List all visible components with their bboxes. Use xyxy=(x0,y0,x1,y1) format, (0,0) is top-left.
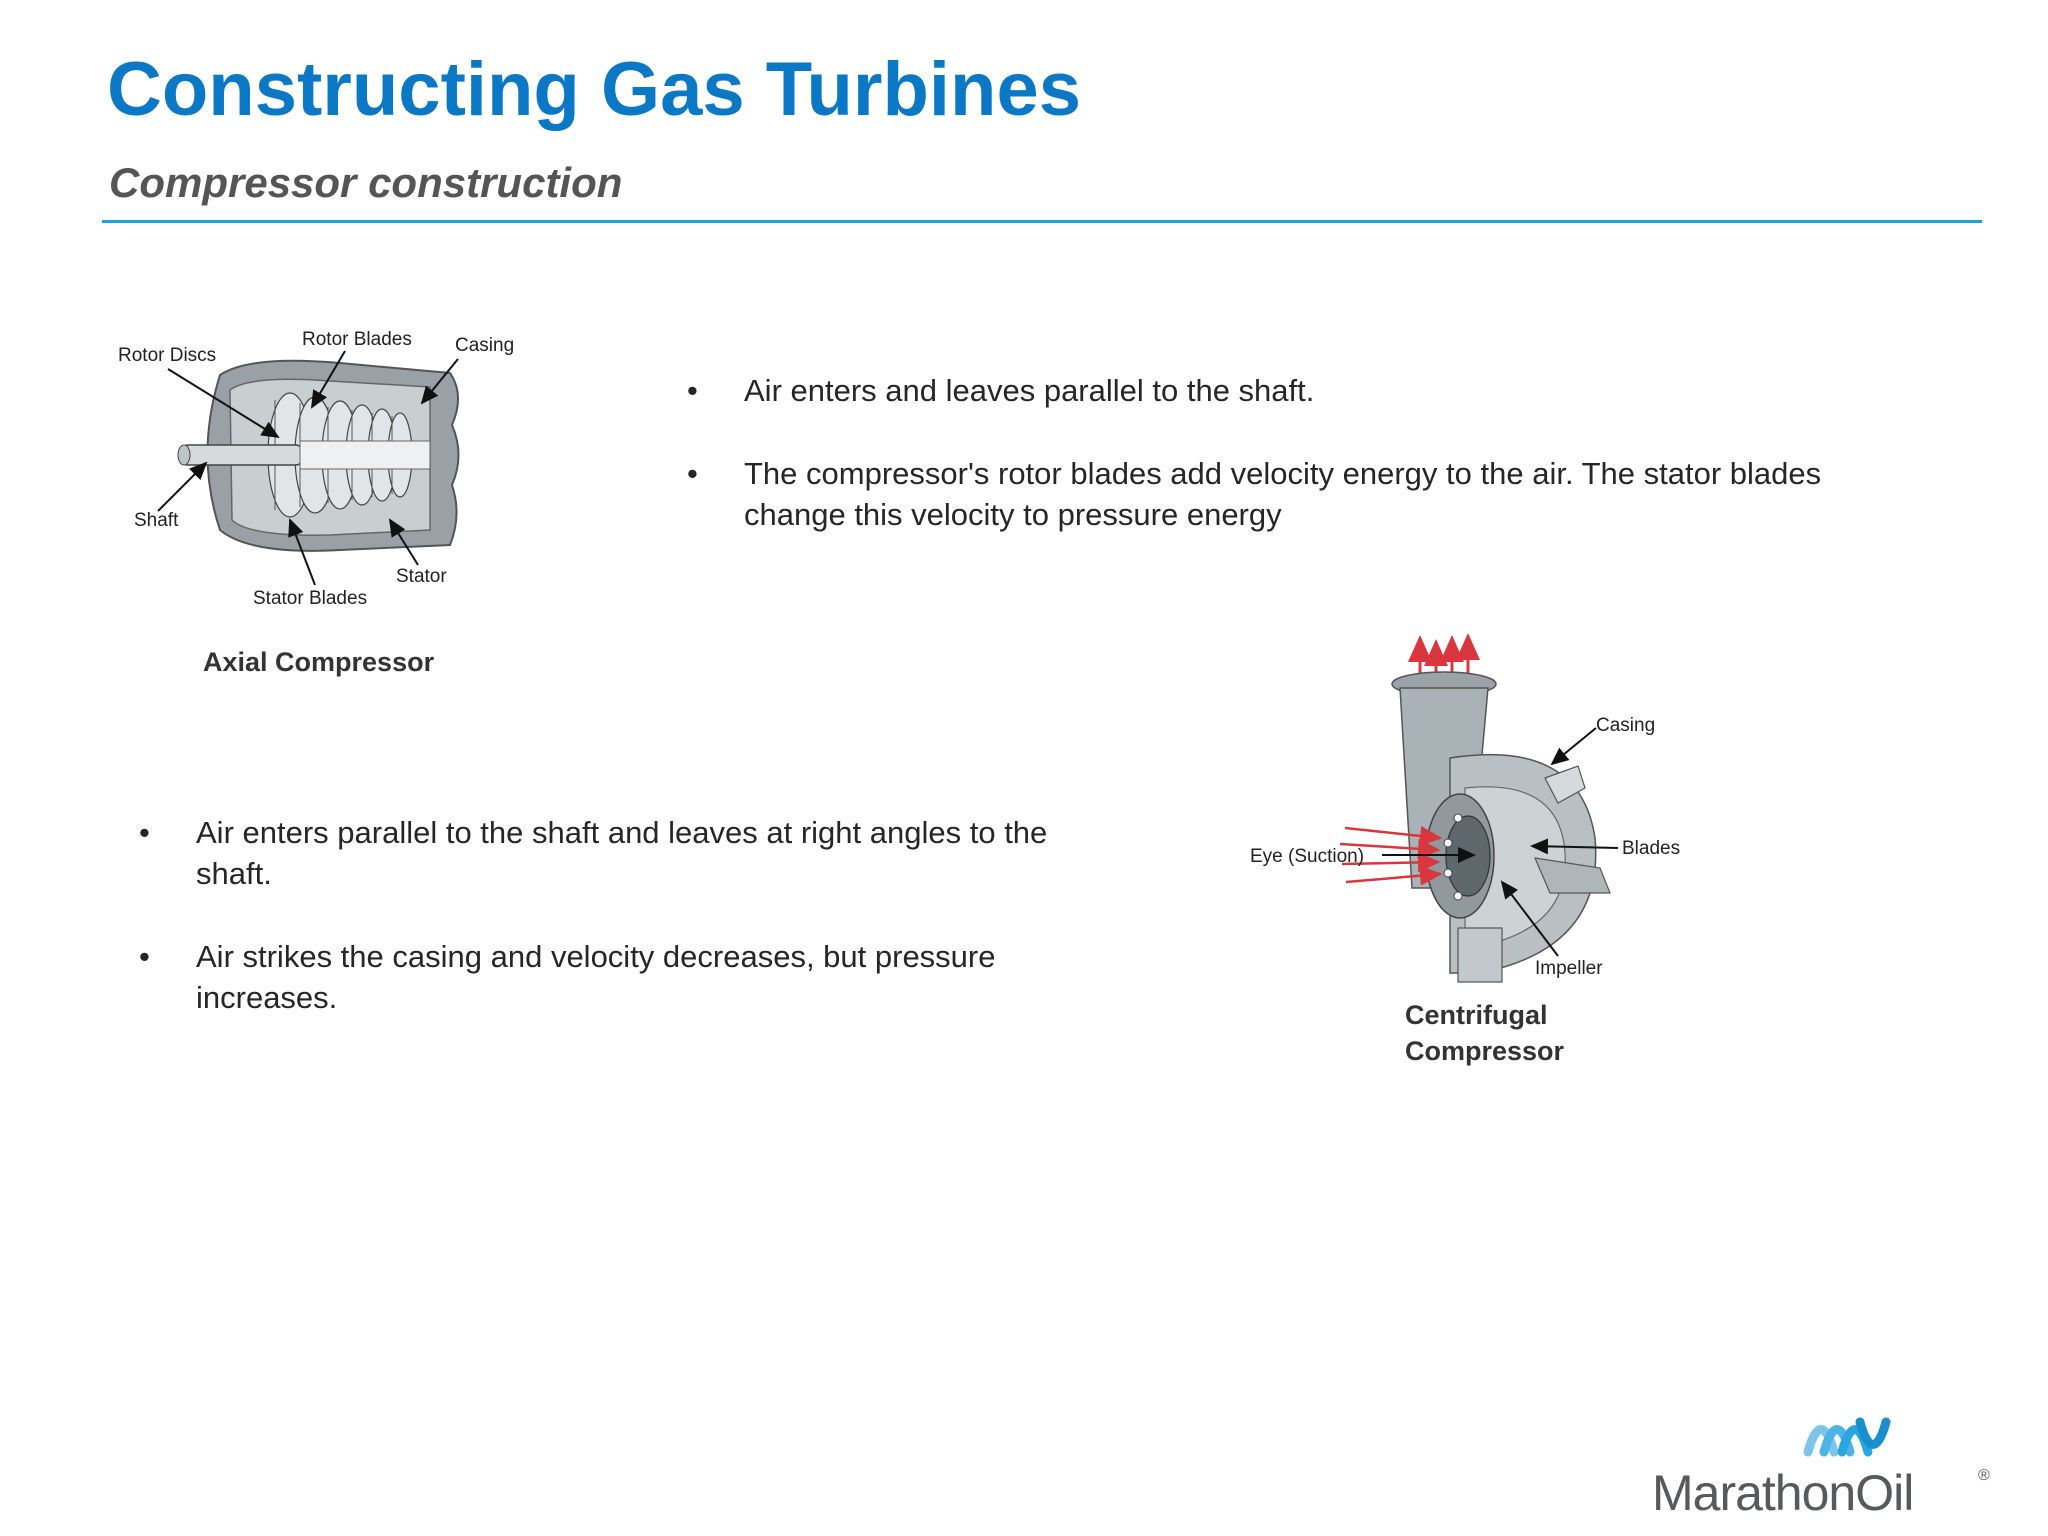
axial-compressor-diagram: Rotor Discs Rotor Blades Casing Shaft St… xyxy=(118,329,514,677)
list-item: •The compressor's rotor blades add veloc… xyxy=(687,456,1822,532)
label-rotor-blades: Rotor Blades xyxy=(302,329,412,350)
label-rotor-discs: Rotor Discs xyxy=(118,345,216,366)
label-shaft: Shaft xyxy=(134,510,179,531)
list-item: •Air strikes the casing and velocity dec… xyxy=(139,939,996,1015)
centrifugal-compressor-diagram: Casing Blades Eye (Suction) Impeller Cen… xyxy=(1250,633,1680,1066)
centrifugal-caption-line2: Compressor xyxy=(1405,1036,1565,1066)
slide-title: Constructing Gas Turbines xyxy=(107,47,1082,132)
marathon-wave-icon xyxy=(1803,1417,1891,1457)
list-item: •Air enters parallel to the shaft and le… xyxy=(139,815,1048,891)
title-divider xyxy=(102,220,1982,223)
label-casing: Casing xyxy=(1596,715,1655,736)
label-stator-blades: Stator Blades xyxy=(253,588,367,609)
marathon-oil-logo: MarathonOil ® xyxy=(1652,1417,1990,1518)
label-eye-suction: Eye (Suction) xyxy=(1250,846,1364,867)
list-item: •Air enters and leaves parallel to the s… xyxy=(687,373,1315,408)
label-impeller: Impeller xyxy=(1535,958,1603,979)
bullet-text: The compressor's rotor blades add veloci… xyxy=(744,456,1822,532)
slide-subtitle: Compressor construction xyxy=(109,159,623,206)
axial-bullet-list: •Air enters and leaves parallel to the s… xyxy=(687,370,1867,577)
axial-caption: Axial Compressor xyxy=(203,647,435,677)
bullet-text: Air enters parallel to the shaft and lea… xyxy=(196,815,1048,891)
label-stator: Stator xyxy=(396,566,447,587)
logo-registered-mark: ® xyxy=(1978,1467,1990,1484)
centrifugal-bullet-list: •Air enters parallel to the shaft and le… xyxy=(139,812,1099,1060)
label-casing: Casing xyxy=(455,335,514,356)
bullet-text: Air enters and leaves parallel to the sh… xyxy=(744,373,1315,408)
label-blades: Blades xyxy=(1622,838,1680,859)
logo-text: MarathonOil xyxy=(1652,1465,1913,1518)
bullet-text: Air strikes the casing and velocity decr… xyxy=(196,939,996,1015)
centrifugal-caption-line1: Centrifugal xyxy=(1405,1000,1548,1030)
